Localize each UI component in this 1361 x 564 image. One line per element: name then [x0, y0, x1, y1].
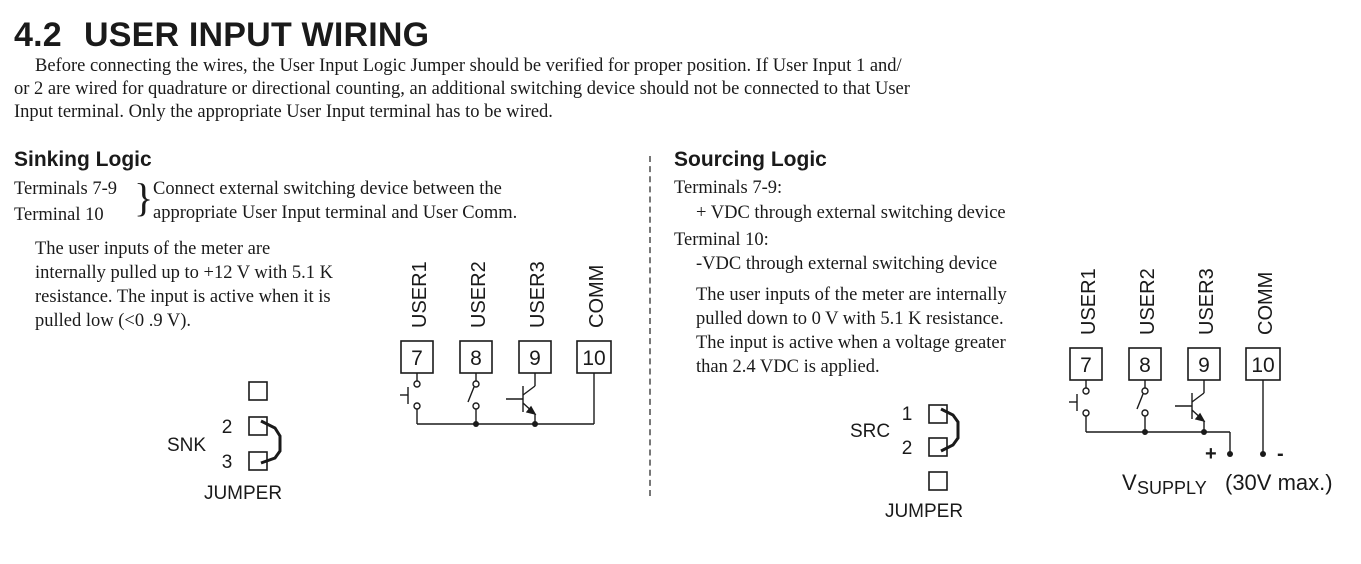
- terminal-number-9: 9: [529, 347, 541, 370]
- section-title: 4.2 USER INPUT WIRING: [14, 16, 429, 55]
- section-title-text: USER INPUT WIRING: [84, 16, 430, 54]
- jumper-pin-1-label: 1: [902, 404, 913, 425]
- sinking-desc-line-4: pulled low (<0 .9 V).: [35, 311, 192, 331]
- terminal-label-comm: COMM: [1255, 272, 1277, 335]
- sourcing-terminal-10-desc: -VDC through external switching device: [696, 254, 998, 274]
- curly-brace: }: [134, 175, 154, 220]
- common-wire: [417, 373, 595, 425]
- sourcing-terminal-diagram: USER1 USER2 USER3 COMM 7 8 9 10: [1069, 268, 1333, 498]
- supply-v-label: V: [1122, 470, 1137, 495]
- jumper-caption: JUMPER: [885, 501, 963, 522]
- terminal-label-user2: USER2: [1137, 268, 1159, 335]
- junction-dot: [1142, 429, 1148, 435]
- sourcing-terminal-10: Terminal 10:: [674, 230, 769, 250]
- terminal-number-10: 10: [1251, 354, 1274, 377]
- jumper-pin-2-label: 2: [222, 417, 233, 438]
- terminal-number-7: 7: [1080, 354, 1092, 377]
- terminal-box-9: 9: [518, 340, 552, 374]
- intro-line-2: or 2 are wired for quadrature or directi…: [14, 79, 910, 99]
- pushbutton-switch-icon: [400, 373, 421, 424]
- terminal-number-10: 10: [582, 347, 605, 370]
- terminal-label-user3: USER3: [527, 261, 549, 328]
- sinking-terminals-7-9: Terminals 7-9: [14, 179, 117, 199]
- terminal-number-9: 9: [1198, 354, 1210, 377]
- jumper-pin-2: [928, 437, 948, 457]
- terminal-number-8: 8: [1139, 354, 1151, 377]
- section-number: 4.2: [14, 16, 62, 54]
- sourcing-desc-line-1: The user inputs of the meter are interna…: [696, 285, 1007, 305]
- supply-plus-terminal: [1227, 451, 1233, 457]
- jumper-link: [260, 419, 282, 465]
- sourcing-heading: Sourcing Logic: [674, 148, 827, 171]
- terminal-box-9: 9: [1187, 347, 1221, 381]
- sourcing-desc-line-4: than 2.4 VDC is applied.: [696, 357, 880, 377]
- sinking-desc-line-3: resistance. The input is active when it …: [35, 287, 331, 307]
- terminal-label-comm: COMM: [586, 265, 608, 328]
- transistor-icon: [1175, 380, 1206, 432]
- terminal-box-8: 8: [1128, 347, 1162, 381]
- supply-minus-terminal: [1260, 451, 1266, 457]
- sinking-terminal-10: Terminal 10: [14, 205, 104, 225]
- jumper-link: [940, 407, 960, 453]
- jumper-pin-top: [248, 381, 268, 401]
- sinking-desc-line-2: internally pulled up to +12 V with 5.1 K: [35, 263, 334, 283]
- intro-line-1: Before connecting the wires, the User In…: [35, 56, 902, 76]
- junction-dot: [473, 421, 479, 427]
- junction-dot: [1201, 429, 1207, 435]
- terminal-label-user1: USER1: [1078, 268, 1100, 335]
- jumper-pin-1: [928, 404, 948, 424]
- intro-line-3: Input terminal. Only the appropriate Use…: [14, 102, 553, 122]
- sinking-connect-line-2: appropriate User Input terminal and User…: [153, 203, 518, 223]
- jumper-pin-3-label: 3: [222, 452, 233, 473]
- jumper-pin-2-label: 2: [902, 438, 913, 459]
- jumper-pin-2: [248, 416, 268, 436]
- sourcing-desc-line-2: pulled down to 0 V with 5.1 K resistance…: [696, 309, 1004, 329]
- terminal-box-7: 7: [400, 340, 434, 374]
- terminal-box-10: 10: [576, 340, 612, 374]
- sourcing-desc-line-3: The input is active when a voltage great…: [696, 333, 1006, 353]
- terminal-box-8: 8: [459, 340, 493, 374]
- terminal-box-7: 7: [1069, 347, 1103, 381]
- supply-minus-sign: -: [1277, 443, 1284, 465]
- terminal-label-user2: USER2: [468, 261, 490, 328]
- sinking-desc-line-1: The user inputs of the meter are: [35, 239, 271, 259]
- sourcing-jumper-diagram: 1 2 SRC JUMPER: [850, 404, 963, 522]
- column-divider: [649, 156, 651, 496]
- sourcing-terminals-7-9: Terminals 7-9:: [674, 178, 783, 198]
- terminal-number-8: 8: [470, 347, 482, 370]
- terminal-label-user3: USER3: [1196, 268, 1218, 335]
- snk-label: SNK: [167, 435, 206, 456]
- toggle-switch-icon: [1136, 380, 1149, 432]
- sinking-connect-line-1: Connect external switching device betwee…: [153, 179, 502, 199]
- sourcing-terminals-7-9-desc: + VDC through external switching device: [696, 203, 1006, 223]
- supply-subscript: SUPPLY: [1137, 478, 1207, 498]
- src-label: SRC: [850, 421, 890, 442]
- terminal-number-7: 7: [411, 347, 423, 370]
- supply-rating: (30V max.): [1225, 470, 1333, 495]
- sinking-heading: Sinking Logic: [14, 148, 152, 171]
- jumper-caption: JUMPER: [204, 483, 282, 504]
- terminal-box-10: 10: [1245, 347, 1281, 381]
- jumper-pin-bottom: [928, 471, 948, 491]
- toggle-switch-icon: [467, 373, 480, 424]
- sinking-terminal-diagram: USER1 USER2 USER3 COMM 7 8 9 10: [400, 261, 612, 427]
- sinking-jumper-diagram: 2 3 SNK JUMPER: [167, 381, 282, 504]
- terminal-label-user1: USER1: [409, 261, 431, 328]
- supply-plus-sign: +: [1205, 443, 1217, 465]
- pushbutton-switch-icon: [1069, 380, 1090, 432]
- junction-dot: [532, 421, 538, 427]
- transistor-icon: [506, 373, 537, 424]
